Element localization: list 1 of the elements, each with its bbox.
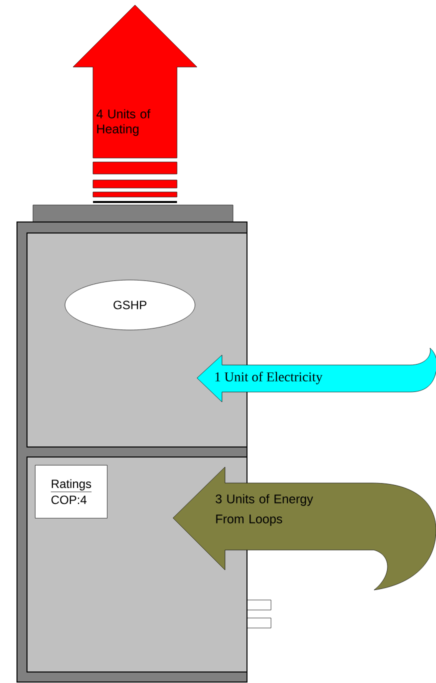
- ratings-box: Ratings COP:4: [35, 465, 108, 518]
